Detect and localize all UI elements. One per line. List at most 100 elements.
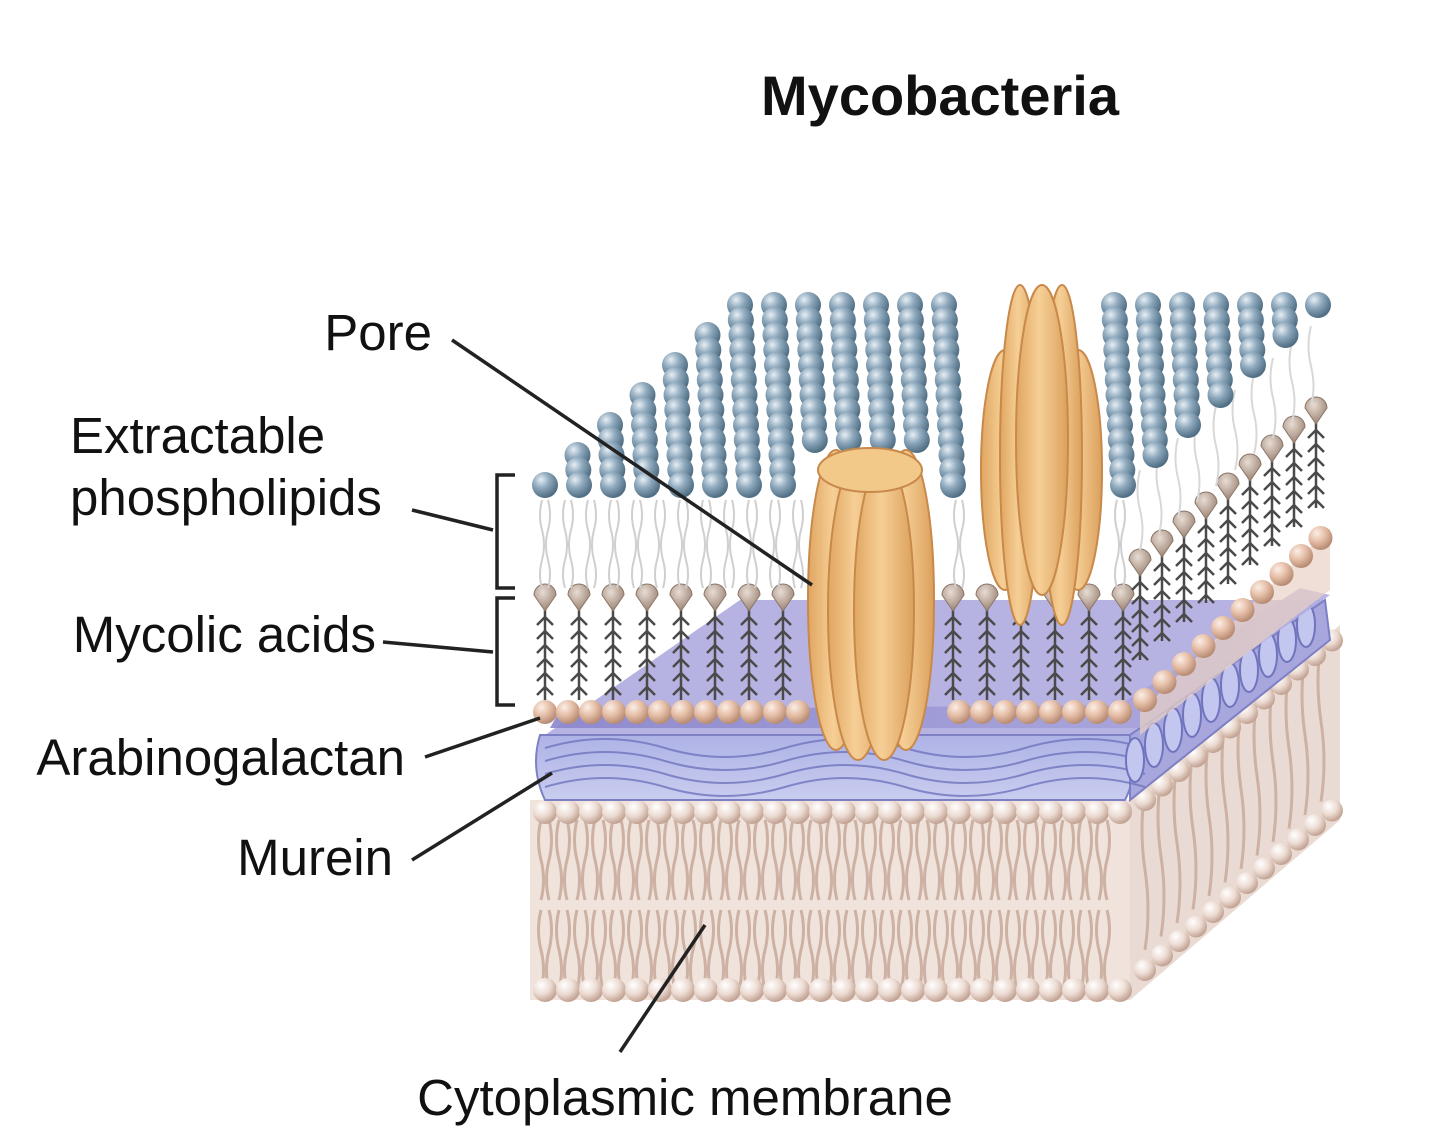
outer-phospholipid-tail: [1136, 469, 1144, 551]
mycolic-bracket: [495, 596, 515, 707]
membrane-lipid-tail: [1005, 819, 1021, 901]
murein-strand: [544, 751, 1146, 771]
label-pore: Pore: [324, 304, 432, 361]
mycolic-acid-tip: [567, 583, 591, 612]
leader-lines: [382, 338, 813, 1053]
mycolic-acid-tip: [533, 583, 557, 612]
membrane-lipid-head: [533, 978, 557, 1002]
mycolic-acid-chain: [774, 605, 792, 700]
mycolic-acid-head: [1016, 700, 1040, 724]
membrane-lipid-head: [924, 978, 948, 1002]
mycolic-acid-head: [717, 700, 741, 724]
mycolic-acid-head: [1308, 526, 1333, 550]
membrane-lipid-tail: [1077, 909, 1093, 991]
membrane-lipid-tail: [1077, 819, 1093, 901]
outer-phospholipid-head: [1272, 322, 1299, 348]
mycolic-acid-chain: [1197, 513, 1215, 604]
mycolic-acid-tip: [1282, 415, 1306, 444]
outer-phospholipid-head: [634, 472, 660, 498]
membrane-lipid-head: [786, 978, 810, 1002]
outer-phospholipid-head: [1207, 382, 1234, 408]
mycolic-acid-head: [694, 700, 718, 724]
membrane-lipid-head: [970, 978, 994, 1002]
mycolic-acid-tip: [1304, 396, 1328, 425]
mycolic-acid-chain: [1241, 475, 1259, 566]
membrane-lipid-head: [786, 800, 810, 824]
membrane-lipid-head: [1304, 814, 1326, 836]
membrane-lipid-tail: [879, 819, 895, 901]
label-cytoplasmic-membrane: Cytoplasmic membrane: [417, 1069, 953, 1126]
label-extractable-line2: phospholipids: [70, 469, 382, 526]
membrane-lipid-tail: [573, 909, 589, 991]
membrane-lipid-tail: [915, 819, 931, 901]
membrane-lipid-head: [625, 978, 649, 1002]
membrane-lipid-head: [1321, 799, 1343, 822]
mycolic-acid-head: [1269, 562, 1294, 586]
mycolic-acid-head: [556, 700, 580, 724]
mycolic-acid-chain: [978, 605, 996, 700]
pore-front-subunit: [853, 459, 915, 761]
outer-phospholipid-heads: [532, 292, 1331, 498]
outer-phospholipid-head: [1142, 442, 1169, 468]
membrane-lipid-head: [763, 978, 787, 1002]
membrane-lipid-tail: [609, 819, 625, 901]
membrane-lipid-tail: [1095, 819, 1111, 901]
mycolic-acid-chain: [1263, 456, 1281, 547]
membrane-lipid-head: [901, 978, 925, 1002]
mycolic-acid-chains: [533, 396, 1328, 700]
outer-phospholipid-tail: [631, 499, 643, 589]
membrane-lipid-head: [1236, 872, 1258, 894]
pore-front: [807, 447, 935, 761]
membrane-lipid-head: [1062, 978, 1086, 1002]
membrane-lipid-head: [556, 800, 580, 824]
membrane-lipid-tail: [969, 819, 985, 901]
membrane-lipid-tail: [1005, 909, 1021, 991]
mycolic-acid-tip: [635, 583, 659, 612]
membrane-lipid-tail: [735, 819, 751, 901]
outer-phospholipid-tail: [953, 499, 965, 589]
outer-phospholipid-head: [1110, 472, 1136, 498]
membrane-lipid-head: [878, 978, 902, 1002]
mycolic-acid-tip: [771, 583, 795, 612]
outer-phospholipid-tail: [1231, 389, 1239, 471]
membrane-lipid-head: [671, 978, 695, 1002]
pore-front-top-cap: [817, 447, 923, 493]
mycolic-acid-head: [1039, 700, 1063, 724]
murein-leader: [411, 771, 553, 862]
membrane-lipid-tail: [897, 819, 913, 901]
label-arabinogalactan: Arabinogalactan: [36, 729, 405, 786]
cytoplasmic-membrane-leader: [618, 924, 707, 1053]
outer-phospholipid-tail: [1269, 357, 1277, 439]
outer-phospholipid-head: [1240, 352, 1266, 378]
outer-phospholipid-tail: [539, 499, 551, 589]
mycolic-acid-head: [1108, 700, 1132, 724]
mycolic-acid-chain: [1153, 551, 1171, 642]
membrane-lipid-tail: [645, 819, 661, 901]
mycolic-acid-head: [786, 700, 810, 724]
membrane-lipid-head: [878, 800, 902, 824]
mycolic-acid-tip: [1172, 510, 1196, 539]
membrane-lipid-tail: [933, 819, 949, 901]
mycolic-acid-head: [1191, 634, 1216, 658]
membrane-lipid-head: [832, 978, 856, 1002]
membrane-lipid-head: [855, 978, 879, 1002]
mycolic-acid-head: [648, 700, 672, 724]
outer-phospholipid-head: [1305, 292, 1331, 318]
mycolic-acid-tip: [975, 583, 999, 612]
membrane-lipid-head: [947, 800, 971, 824]
membrane-lipid-tail: [555, 819, 571, 901]
mycolic-acid-head: [1085, 700, 1109, 724]
murein-strand-end: [1125, 737, 1145, 783]
membrane-lipid-head: [1168, 930, 1190, 952]
mycolic-acid-chain: [1175, 532, 1193, 623]
membrane-lipid-tail: [825, 909, 841, 991]
mycolic-acid-chain: [1080, 605, 1098, 700]
membrane-lipid-head: [763, 800, 787, 824]
outer-phospholipid-tail: [769, 499, 781, 589]
membrane-lipid-head: [993, 800, 1017, 824]
mycolic-acid-chain: [672, 605, 690, 700]
mycolic-acid-layer: [533, 396, 1333, 735]
membrane-lipid-head: [1108, 800, 1132, 824]
